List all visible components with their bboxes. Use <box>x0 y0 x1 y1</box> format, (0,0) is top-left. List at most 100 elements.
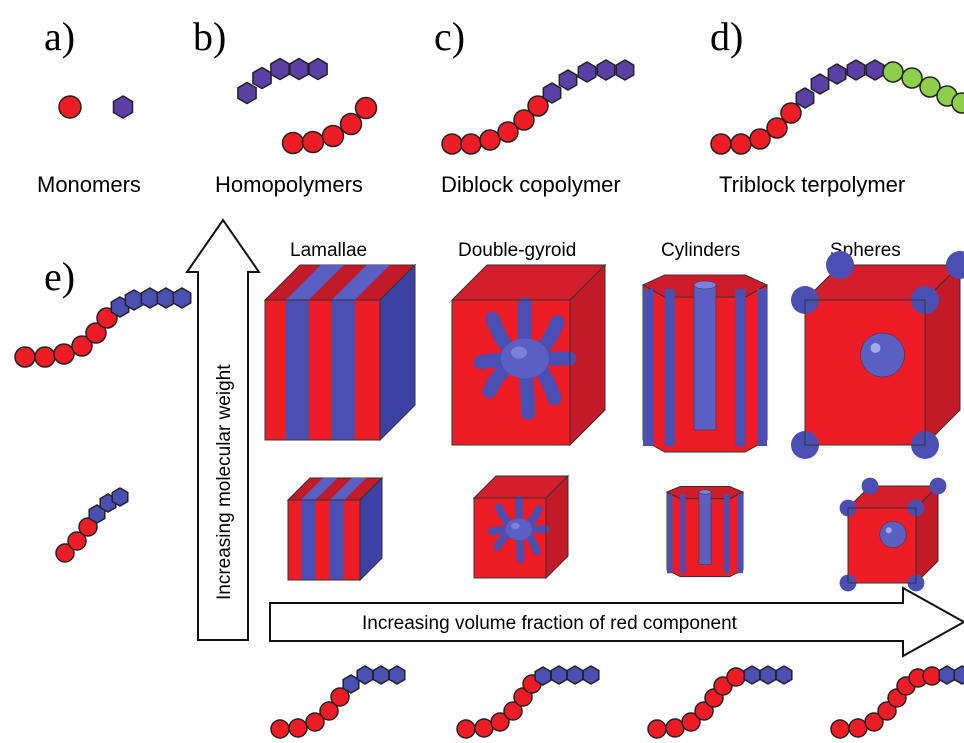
polymer-chains <box>14 57 964 739</box>
blue-monomer-icon <box>550 665 568 685</box>
blue-monomer-icon <box>577 61 597 83</box>
panel-c-letter: c) <box>434 14 465 59</box>
central-cylinder <box>698 491 712 565</box>
red-monomer-icon <box>780 102 802 124</box>
triblock-chain <box>710 59 964 155</box>
red-monomer-icon <box>53 343 75 365</box>
panel-d-letter: d) <box>710 14 743 59</box>
short-diblock-chain <box>55 487 129 563</box>
central-cylinder <box>693 284 717 431</box>
blue-lamella <box>329 500 345 580</box>
central-sphere <box>879 521 907 548</box>
red-monomer-icon <box>497 121 519 143</box>
blue-monomer-icon <box>566 665 584 685</box>
red-monomer-icon <box>55 543 75 563</box>
red-monomer-icon <box>78 517 98 537</box>
red-monomer-icon <box>726 667 746 687</box>
edge-cylinder <box>737 494 743 574</box>
blue-lamella <box>285 300 309 440</box>
edge-cylinder <box>757 289 767 446</box>
long-diblock-chain <box>14 287 192 368</box>
blue-monomer-icon <box>270 57 290 81</box>
central-sphere <box>860 332 905 378</box>
red-monomer-icon <box>830 719 850 739</box>
red-monomer-icon <box>67 531 87 551</box>
blue-monomer-icon <box>775 665 793 685</box>
morphology-structures <box>263 251 964 592</box>
blue-monomer-icon <box>172 287 192 309</box>
gyroid-small <box>472 474 570 580</box>
edge-cylinder <box>664 289 675 446</box>
red-monomer-icon <box>749 128 771 150</box>
blue-monomer-icon <box>289 57 309 81</box>
panel-b-letter: b) <box>193 14 226 59</box>
spheres-large <box>791 251 964 459</box>
blue-monomer-icon <box>938 665 956 685</box>
edge-cylinder <box>724 494 730 574</box>
red-monomer-icon <box>490 712 510 732</box>
edge-cylinder <box>667 494 673 574</box>
panel-e-letter: e) <box>44 254 75 299</box>
red-monomer-icon <box>647 719 667 739</box>
green-monomer-icon <box>919 76 941 98</box>
spheres-small <box>839 477 947 592</box>
red-monomer-icon <box>85 322 107 344</box>
gyroid-large <box>450 263 607 447</box>
blue-monomer-icon <box>140 287 160 309</box>
red-monomer-icon <box>730 133 752 155</box>
bottom-chain-gyroid <box>456 665 600 739</box>
blue-monomer-icon <box>953 665 964 685</box>
corner-sphere <box>826 251 854 279</box>
red-monomer-icon <box>339 112 363 136</box>
caption-homopolymers: Homopolymers <box>215 172 363 197</box>
corner-sphere <box>946 251 964 279</box>
blue-lamella <box>300 500 316 580</box>
blue-monomer-icon <box>596 59 616 81</box>
volume-fraction-label: Increasing volume fraction of red compon… <box>362 613 738 634</box>
red-homopolymer <box>281 96 378 155</box>
blue-monomer-icon <box>810 73 830 95</box>
red-monomer-icon <box>922 666 942 686</box>
blue-monomer-icon <box>372 665 390 685</box>
lamellae-small <box>286 476 384 582</box>
blue-monomer-icon <box>111 487 129 507</box>
red-monomer-icon <box>34 346 56 368</box>
volume-fraction-arrow: Increasing volume fraction of red compon… <box>269 586 964 658</box>
gyroid-node <box>505 518 532 541</box>
blue-monomer-icon <box>795 87 815 109</box>
corner-sphere <box>929 477 947 495</box>
red-monomer-icon <box>527 95 549 117</box>
red-monomer-icon <box>503 701 523 721</box>
panel-a-letter: a) <box>44 14 75 59</box>
blue-monomer-icon <box>865 59 885 81</box>
molecular-weight-arrow: Increasing molecular weight <box>185 218 261 641</box>
red-monomer-icon <box>681 712 701 732</box>
bottom-chain-lamellae <box>270 665 406 739</box>
edge-cylinder <box>735 289 746 446</box>
blue-monomer-icon <box>542 82 562 104</box>
cylinders-large <box>641 274 769 453</box>
blue-monomer-icon <box>124 289 144 311</box>
caption-triblock: Triblock terpolymer <box>719 172 905 197</box>
red-monomer-icon <box>319 701 339 721</box>
blue-lamella <box>331 300 355 440</box>
lamellae-large <box>263 263 417 442</box>
phase-label-cylinders: Cylinders <box>661 240 740 261</box>
red-monomer-icon <box>766 117 788 139</box>
cylinders-small <box>665 486 745 578</box>
red-monomer-icon <box>281 131 305 155</box>
red-monomer-icon <box>270 719 290 739</box>
red-monomer-icon <box>513 109 535 131</box>
bottom-chain-spheres <box>830 665 964 739</box>
blue-monomer-icon <box>156 287 176 309</box>
blue-monomer-icon <box>237 81 257 105</box>
red-monomer-icon <box>330 687 350 707</box>
blue-monomer-icon <box>759 665 777 685</box>
caption-monomers: Monomers <box>37 172 141 197</box>
blue-monomer-icon <box>112 95 134 119</box>
red-monomer-icon <box>864 712 884 732</box>
red-monomer-icon <box>441 133 463 155</box>
corner-sphere <box>861 477 879 495</box>
monomer-pair <box>58 95 134 119</box>
green-monomer-icon <box>951 92 964 114</box>
